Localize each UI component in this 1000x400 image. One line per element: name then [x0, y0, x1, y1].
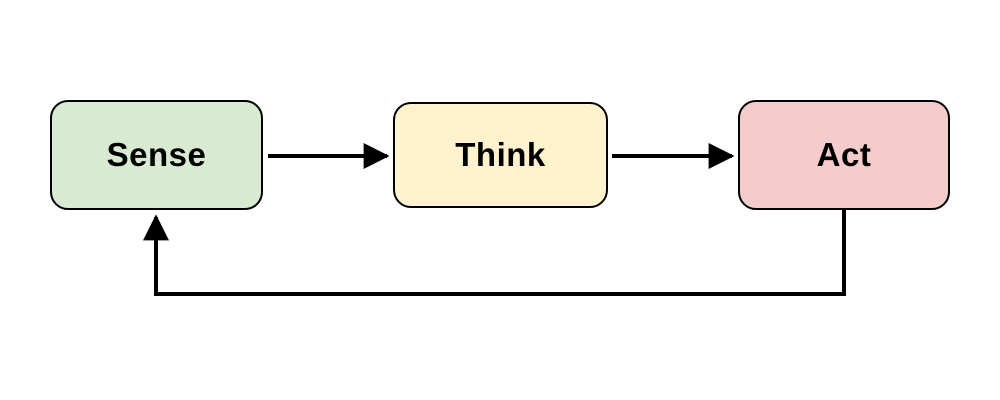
node-sense: Sense: [50, 100, 263, 210]
node-sense-label: Sense: [106, 136, 207, 173]
node-act: Act: [738, 100, 950, 210]
edge-act-to-sense-feedback: [143, 210, 846, 296]
node-think-label: Think: [455, 136, 546, 173]
node-think: Think: [393, 102, 608, 208]
node-act-label: Act: [816, 136, 872, 173]
